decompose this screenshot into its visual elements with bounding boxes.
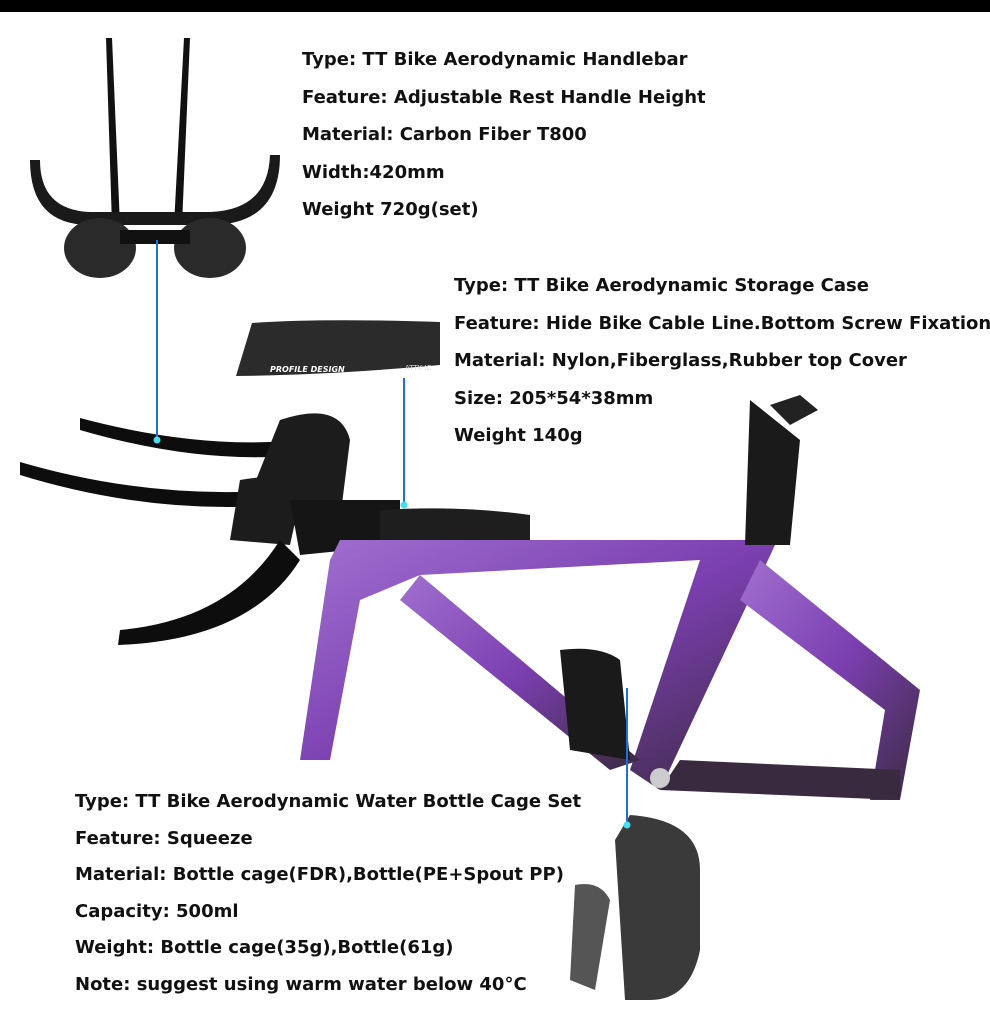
- handlebar-material: Material: Carbon Fiber T800: [302, 124, 587, 145]
- bottle-cage-specs: Type: TT Bike Aerodynamic Water Bottle C…: [75, 784, 581, 1003]
- bottle-cage-type: Type: TT Bike Aerodynamic Water Bottle C…: [75, 791, 582, 812]
- callout-bottle-cage: [623, 688, 631, 829]
- handlebar-width: Width:420mm: [302, 161, 445, 183]
- bottle-cage-capacity: Capacity: 500ml: [75, 900, 239, 922]
- handlebar-feature: Feature: Adjustable Rest Handle Height: [302, 86, 706, 108]
- attk-logo: ATTK IC: [405, 364, 432, 372]
- profile-design-logo: PROFILE DESIGN: [270, 365, 345, 374]
- storage-case-feature: Feature: Hide Bike Cable Line.Bottom Scr…: [454, 312, 990, 334]
- storage-case-material: Material: Nylon,Fiberglass,Rubber top Co…: [454, 350, 907, 371]
- bottle-cage-weight: Weight: Bottle cage(35g),Bottle(61g): [75, 937, 454, 958]
- storage-case-specs: Type: TT Bike Aerodynamic Storage Case F…: [454, 267, 990, 455]
- bottle-cage-note: Note: suggest using warm water below 40°…: [75, 973, 527, 995]
- callout-handlebar: [153, 240, 161, 444]
- bottle-cage-feature: Feature: Squeeze: [75, 827, 253, 849]
- handlebar-weight: Weight 720g(set): [302, 199, 479, 220]
- bike-frame-image: [20, 395, 920, 800]
- callout-storage-case: [400, 378, 408, 509]
- bottle-cage-detail-image: [570, 815, 700, 1000]
- storage-case-weight: Weight 140g: [454, 425, 583, 446]
- handlebar-specs: Type: TT Bike Aerodynamic Handlebar Feat…: [302, 41, 706, 229]
- handlebar-detail-image: [30, 38, 280, 278]
- top-bar: [0, 0, 990, 12]
- bottle-cage-material: Material: Bottle cage(FDR),Bottle(PE+Spo…: [75, 864, 564, 885]
- handlebar-type: Type: TT Bike Aerodynamic Handlebar: [302, 49, 688, 70]
- storage-case-type: Type: TT Bike Aerodynamic Storage Case: [454, 275, 869, 296]
- storage-case-size: Size: 205*54*38mm: [454, 387, 654, 409]
- storage-case-detail-image: PROFILE DESIGN ATTK IC: [236, 320, 440, 376]
